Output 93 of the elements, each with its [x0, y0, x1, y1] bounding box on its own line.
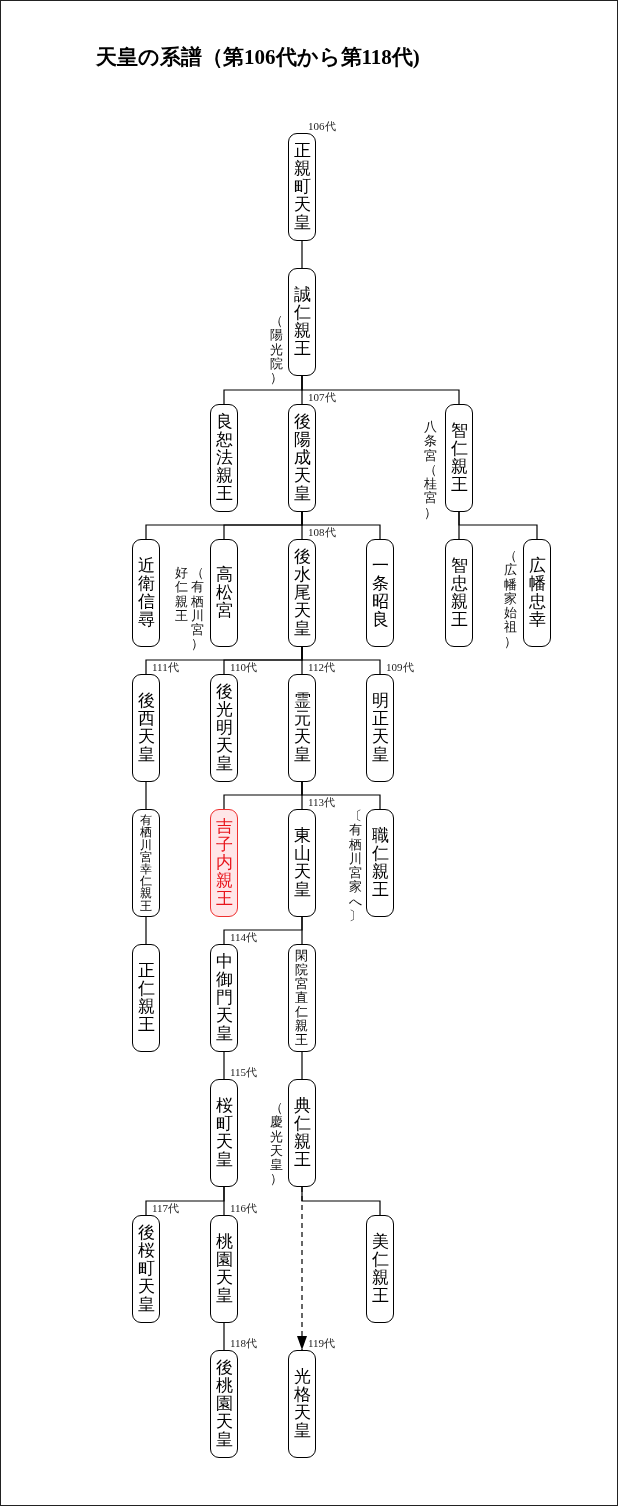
connector-line [223, 1186, 225, 1216]
person-box [288, 1350, 316, 1458]
generation-label: 109代 [386, 662, 414, 673]
person-name: 後桜町天皇 [137, 1224, 155, 1314]
connector-line [223, 1051, 225, 1080]
side-note: 八条宮（桂宮） [424, 420, 437, 521]
generation-label: 117代 [152, 1203, 180, 1214]
person-name: 吉子内親王 [215, 818, 233, 908]
person-box [132, 539, 160, 647]
person-name: 良恕法親王 [215, 413, 233, 503]
person-name: 霊元天皇 [293, 692, 311, 764]
person-name: 近衛信尋 [137, 557, 155, 629]
person-box [288, 674, 316, 782]
generation-label: 114代 [230, 932, 258, 943]
generation-label: 116代 [230, 1203, 258, 1214]
person-name: 東山天皇 [293, 827, 311, 899]
person-name: 広幡忠幸 [528, 557, 546, 629]
generation-label: 111代 [152, 662, 179, 673]
connector-line [301, 646, 381, 675]
person-name: 閑院宮直仁親王 [295, 949, 309, 1047]
person-name: 高松宮 [215, 566, 233, 620]
person-box [210, 944, 238, 1052]
person-name: 桃園天皇 [215, 1233, 233, 1305]
person-box [445, 539, 473, 647]
person-name: 後陽成天皇 [293, 413, 311, 503]
person-box [132, 1215, 160, 1323]
person-name: 職仁親王 [371, 827, 389, 899]
generation-label: 107代 [308, 392, 336, 403]
generation-label: 115代 [230, 1067, 258, 1078]
person-name: 智仁親王 [450, 422, 468, 494]
generation-label: 108代 [308, 527, 336, 538]
diagram-title: 天皇の系譜（第106代から第118代) [96, 45, 420, 71]
person-name: 美仁親王 [371, 1233, 389, 1305]
side-note: （広幡家始祖） [504, 549, 517, 650]
connector-line [145, 916, 147, 945]
side-note: 〔有栖川宮家へ〕 [349, 809, 362, 924]
person-name: 正親町天皇 [293, 142, 311, 232]
person-box [366, 1215, 394, 1323]
person-name: 桜町天皇 [215, 1097, 233, 1169]
person-box [288, 809, 316, 917]
connector-line [301, 781, 381, 810]
person-name: 明正天皇 [371, 692, 389, 764]
person-name: 光格天皇 [293, 1368, 311, 1440]
person-box [288, 944, 316, 1052]
person-box [210, 404, 238, 512]
connector-line [301, 240, 303, 269]
connector-line [223, 1322, 225, 1351]
person-name: 後西天皇 [137, 692, 155, 764]
person-box [210, 1079, 238, 1187]
person-box [210, 674, 238, 782]
person-box [132, 809, 160, 917]
person-box [288, 404, 316, 512]
person-box [288, 1079, 316, 1187]
person-box [132, 944, 160, 1052]
person-box [132, 674, 160, 782]
dashed-arrow [297, 1186, 307, 1351]
generation-label: 112代 [308, 662, 336, 673]
generation-label: 118代 [230, 1338, 258, 1349]
person-box [210, 539, 238, 647]
person-name: 中御門天皇 [215, 953, 233, 1043]
connector-line [145, 781, 147, 810]
connector-line [301, 916, 303, 945]
generation-label: 110代 [230, 662, 258, 673]
person-name: 後桃園天皇 [215, 1359, 233, 1449]
side-note: （陽光院） [270, 314, 283, 386]
side-note: （慶光天皇） [270, 1101, 283, 1187]
side-note: （有栖川宮）好仁親王 [175, 566, 204, 653]
person-name: 典仁親王 [293, 1097, 311, 1169]
person-box [210, 1350, 238, 1458]
person-name: 正仁親王 [137, 962, 155, 1034]
person-box [366, 539, 394, 647]
person-box [366, 674, 394, 782]
generation-label: 119代 [308, 1338, 336, 1349]
connector-line [301, 1051, 303, 1080]
person-box [523, 539, 551, 647]
person-box [288, 268, 316, 376]
connector-line [458, 511, 538, 540]
generation-label: 106代 [308, 121, 336, 132]
person-name: 智忠親王 [450, 557, 468, 629]
person-box [288, 133, 316, 241]
person-box [210, 1215, 238, 1323]
person-box [366, 809, 394, 917]
person-box [288, 539, 316, 647]
connector-line [301, 511, 381, 540]
person-box [210, 809, 238, 917]
person-name: 一条昭良 [371, 557, 389, 629]
person-box [445, 404, 473, 512]
person-name: 後光明天皇 [215, 683, 233, 773]
person-name: 後水尾天皇 [293, 548, 311, 638]
generation-label: 113代 [308, 797, 336, 808]
person-name: 有栖川宮幸仁親王 [140, 814, 152, 912]
connector-line [301, 375, 460, 405]
person-name: 誠仁親王 [293, 286, 311, 358]
